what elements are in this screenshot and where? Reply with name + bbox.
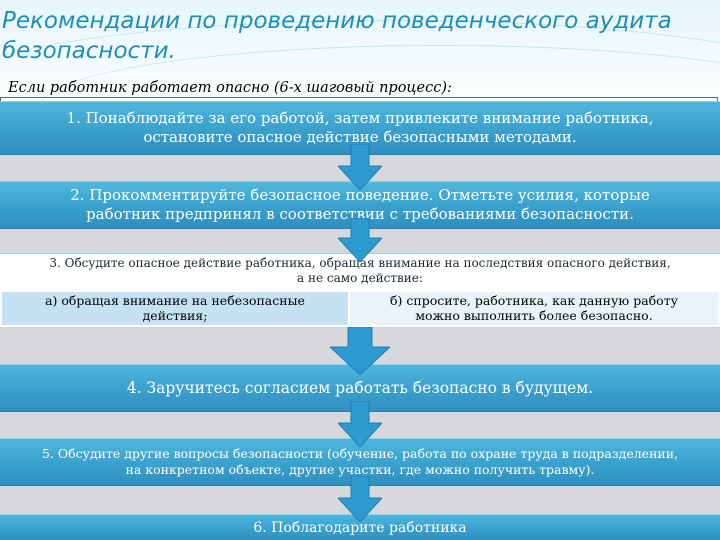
option-b-line2: можно выполнить более безопасно. — [415, 308, 653, 323]
step-3-header: 3. Обсудите опасное действие работника, … — [0, 256, 720, 286]
step-6-line1: 6. Поблагодарите работника — [253, 519, 467, 536]
page-title: Рекомендации по проведению поведенческог… — [2, 8, 672, 64]
step-2-line1: 2. Прокомментируйте безопасное поведение… — [70, 186, 650, 204]
step-3-line2: а не само действие: — [297, 271, 423, 285]
step-1-line1: 1. Понаблюдайте за его работой, затем пр… — [66, 109, 654, 127]
arrow-down-icon — [338, 476, 382, 522]
step-3-option-b: б) спросите, работника, как данную работ… — [350, 292, 718, 325]
option-a-line2: действия; — [142, 308, 208, 323]
arrow-down-icon — [338, 144, 382, 190]
step-1-line2: остановите опасное действие безопасными … — [143, 128, 577, 146]
step-5-line2: на конкретном объекте, другие участки, г… — [125, 462, 595, 477]
page-subtitle: Если работник работает опасно (6-х шагов… — [8, 80, 452, 96]
step-4-line1: 4. Заручитесь согласием работать безопас… — [126, 378, 594, 397]
header-background — [0, 0, 720, 110]
option-b-line1: б) спросите, работника, как данную работ… — [390, 293, 678, 308]
arrow-down-icon — [338, 401, 382, 447]
step-2-line2: работник предпринял в соответствии с тре… — [86, 205, 634, 223]
option-a-line1: а) обращая внимание на небезопасные — [45, 293, 305, 308]
step-5-line1: 5. Обсудите другие вопросы безопасности … — [41, 446, 679, 461]
step-3-line1: 3. Обсудите опасное действие работника, … — [49, 256, 671, 270]
arrow-down-icon — [338, 218, 382, 262]
arrow-down-icon — [330, 327, 390, 375]
step-3-option-a: а) обращая внимание на небезопасные дейс… — [2, 292, 348, 325]
